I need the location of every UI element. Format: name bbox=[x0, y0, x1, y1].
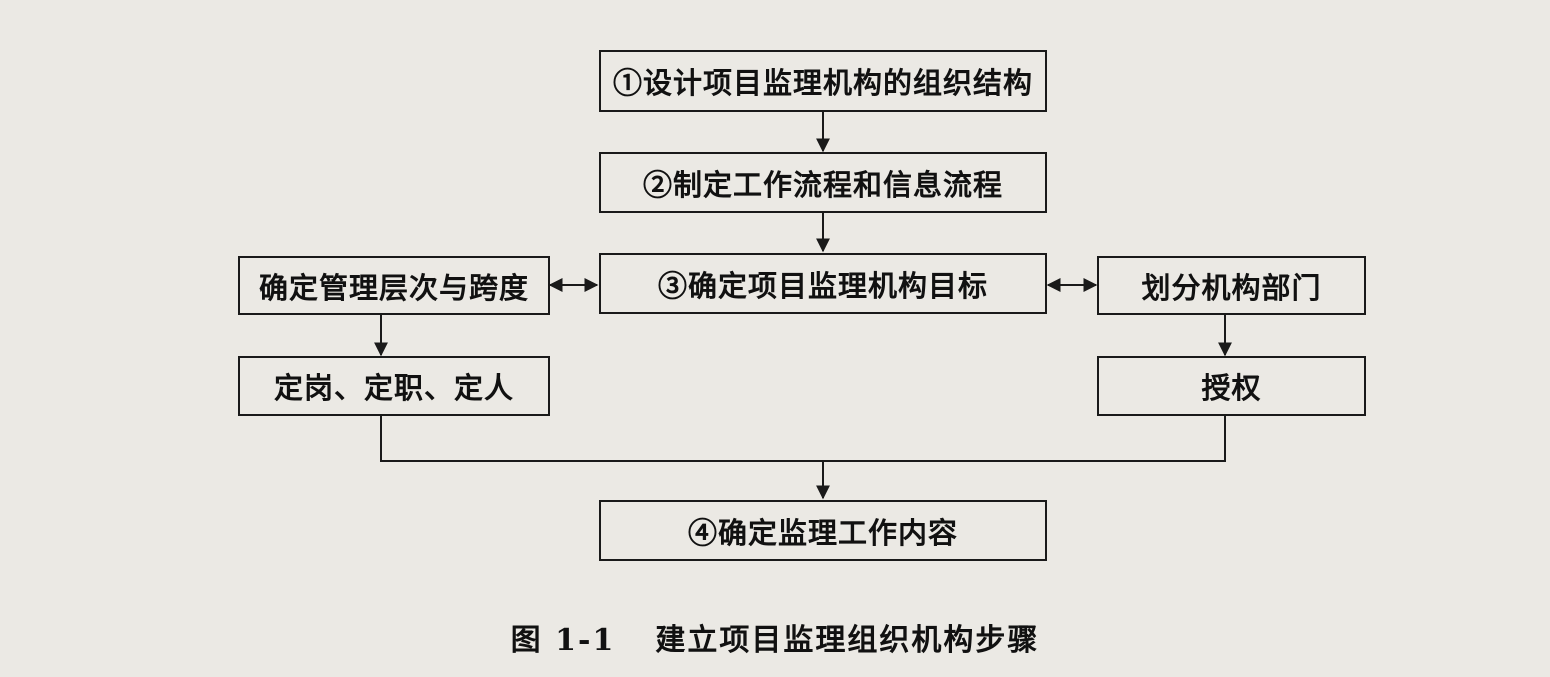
node-right-bottom-label: 授权 bbox=[1201, 371, 1262, 405]
node-step1: ①设计项目监理机构的组织结构 bbox=[599, 50, 1047, 112]
node-left-top-label: 确定管理层次与跨度 bbox=[258, 270, 529, 305]
figure-number: 图 1-1 bbox=[510, 623, 616, 658]
node-step2-label: ②制定工作流程和信息流程 bbox=[642, 167, 1003, 202]
node-step3-label: ③确定项目监理机构目标 bbox=[657, 268, 988, 303]
node-step3: ③确定项目监理机构目标 bbox=[599, 253, 1047, 314]
node-step4-label: ④确定监理工作内容 bbox=[687, 515, 958, 550]
node-step2: ②制定工作流程和信息流程 bbox=[599, 152, 1047, 213]
node-right-top-label: 划分机构部门 bbox=[1141, 270, 1322, 305]
node-step4: ④确定监理工作内容 bbox=[599, 500, 1047, 561]
node-left-bottom: 定岗、定职、定人 bbox=[238, 356, 550, 416]
node-right-bottom: 授权 bbox=[1097, 356, 1366, 416]
node-right-top: 划分机构部门 bbox=[1097, 256, 1366, 315]
figure-title: 建立项目监理组织机构步骤 bbox=[655, 623, 1040, 658]
node-left-bottom-label: 定岗、定职、定人 bbox=[273, 371, 514, 405]
merge-left-line bbox=[380, 416, 823, 462]
node-left-top: 确定管理层次与跨度 bbox=[238, 256, 550, 315]
figure-caption: 图 1-1 建立项目监理组织机构步骤 bbox=[0, 615, 1550, 659]
merge-right-line bbox=[823, 416, 1226, 462]
node-step1-label: ①设计项目监理机构的组织结构 bbox=[612, 66, 1033, 100]
